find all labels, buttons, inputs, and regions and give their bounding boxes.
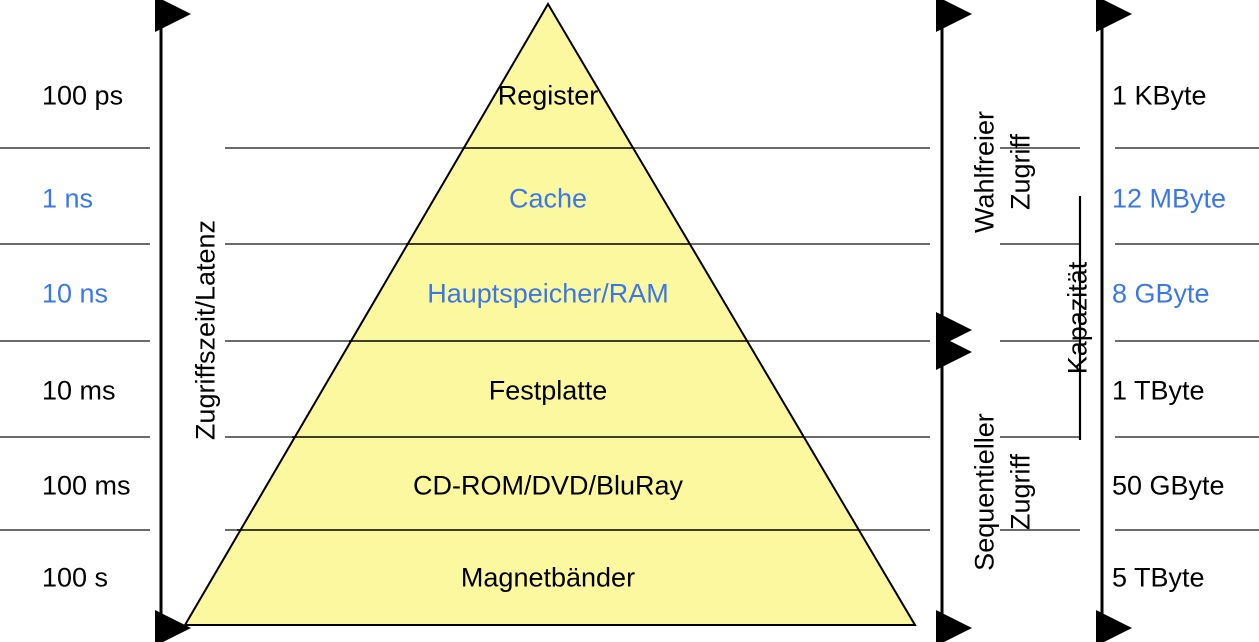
latency-value-register: 100 ps <box>42 80 124 111</box>
capacity-value-disk: 1 TByte <box>1112 375 1205 406</box>
sequential-access-label-line2: Zugriff <box>1005 453 1036 531</box>
tier-label-register: Register <box>497 80 599 111</box>
pyramid-shape <box>183 2 917 626</box>
pyramid-tier-dividers <box>237 147 859 531</box>
tier-label-cache: Cache <box>508 183 588 214</box>
capacity-value-optical: 50 GByte <box>1112 470 1225 501</box>
tier-label-ram: Hauptspeicher/RAM <box>427 278 669 309</box>
latency-value-optical: 100 ms <box>42 470 131 501</box>
capacity-value-tape: 5 TByte <box>1112 562 1205 593</box>
latency-value-ram: 10 ns <box>42 278 109 309</box>
random-access-label-line1: Wahlfreier <box>969 110 1000 234</box>
latency-value-tape: 100 s <box>42 562 109 593</box>
tier-label-optical: CD-ROM/DVD/BluRay <box>412 470 684 501</box>
latency-axis-label: Zugriffszeit/Latenz <box>190 219 221 441</box>
sequential-access-label-line1: Sequentieller <box>969 413 1000 571</box>
capacity-value-register: 1 KByte <box>1112 80 1207 111</box>
latency-value-cache: 1 ns <box>42 183 94 214</box>
latency-value-disk: 10 ms <box>42 375 116 406</box>
capacity-value-ram: 8 GByte <box>1112 278 1210 309</box>
capacity-value-cache: 12 MByte <box>1112 183 1227 214</box>
tier-label-disk: Festplatte <box>488 375 608 406</box>
tier-label-tape: Magnetbänder <box>460 562 636 593</box>
random-access-label-line2: Zugriff <box>1005 133 1036 211</box>
capacity-axis-label: Kapazität <box>1062 261 1093 375</box>
